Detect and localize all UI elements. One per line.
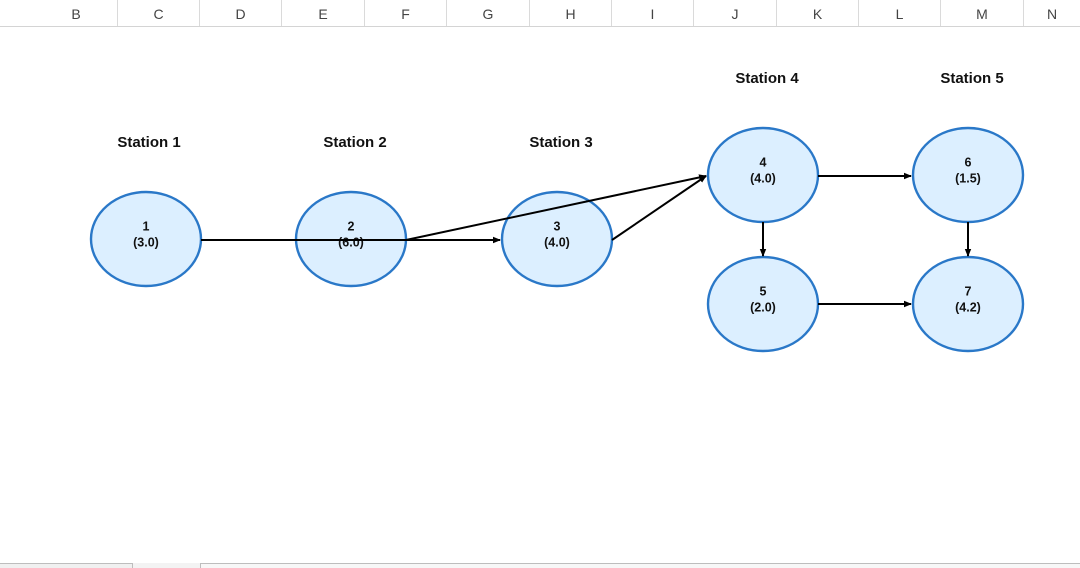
node-7-id: 7 [965,284,972,298]
node-5-time: (2.0) [750,300,776,314]
column-header-m[interactable]: M [941,0,1024,26]
column-header-f[interactable]: F [365,0,447,26]
node-7-time: (4.2) [955,300,981,314]
node-3[interactable]: 3 (4.0) [500,190,614,288]
node-4[interactable]: 4 (4.0) [706,126,820,224]
column-header-e[interactable]: E [282,0,365,26]
node-4-id: 4 [760,155,767,169]
node-1-id: 1 [143,219,150,233]
column-header-l[interactable]: L [859,0,941,26]
node-1-time: (3.0) [133,235,159,249]
node-3-id: 3 [554,219,561,233]
edge-3-to-4[interactable] [611,175,707,241]
edge-2-to-4[interactable] [405,174,707,241]
node-6-id: 6 [965,155,972,169]
node-1[interactable]: 1 (3.0) [89,190,203,288]
column-header-k[interactable]: K [777,0,859,26]
station-label-3: Station 3 [529,134,592,151]
column-header-j[interactable]: J [694,0,777,26]
column-header-n[interactable]: N [1046,6,1058,22]
node-3-time: (4.0) [544,235,570,249]
node-4-time: (4.0) [750,171,776,185]
station-label-4: Station 4 [735,70,799,87]
sheet-tab[interactable] [0,563,133,568]
column-header-b[interactable]: B [35,0,118,26]
station-label-5: Station 5 [940,70,1003,87]
node-7-shape [911,255,1025,353]
column-header-bar: B C D E F G H I J K L M N [0,0,1080,27]
node-7[interactable]: 7 (4.2) [911,255,1025,353]
horizontal-scrollbar[interactable] [200,563,1080,568]
station-label-2: Station 2 [323,134,386,151]
node-2-id: 2 [348,219,355,233]
column-header-h[interactable]: H [530,0,612,26]
column-header-i[interactable]: I [612,0,694,26]
station-label-1: Station 1 [117,134,180,151]
node-5[interactable]: 5 (2.0) [706,255,820,353]
column-header-d[interactable]: D [200,0,282,26]
node-6[interactable]: 6 (1.5) [911,126,1025,224]
node-5-id: 5 [760,284,767,298]
column-header-c[interactable]: C [118,0,200,26]
node-6-time: (1.5) [955,171,981,185]
node-2-time: (6.0) [338,235,364,249]
column-header-g[interactable]: G [447,0,530,26]
